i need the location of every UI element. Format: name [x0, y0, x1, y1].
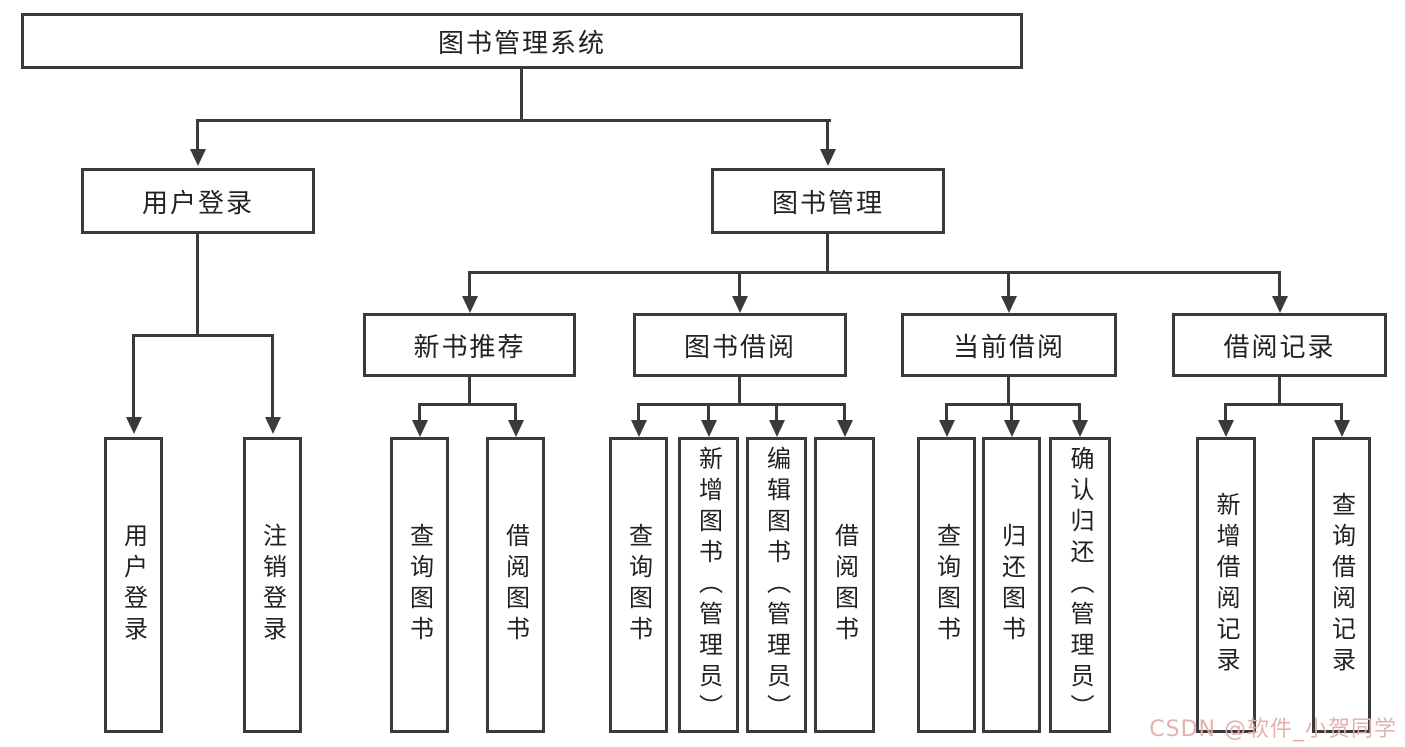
edge-to-leaf-nb1: [418, 403, 421, 421]
leaf-user-login: 用户登录: [104, 437, 163, 733]
arrowhead-to-new-book: [462, 296, 478, 313]
leaf-borrow-query-label: 查询图书: [624, 523, 653, 647]
node-root: 图书管理系统: [21, 13, 1023, 69]
leaf-newbook-query: 查询图书: [390, 437, 449, 733]
edge-to-leaf-br2: [1340, 403, 1343, 421]
leaf-borrow-book: 借阅图书: [814, 437, 875, 733]
edge-to-current-borrow: [1007, 271, 1010, 297]
node-new-book-label: 新书推荐: [413, 332, 526, 363]
leaf-borrow-edit-admin-label: 编辑图书（管理员）: [762, 445, 791, 725]
arrowhead-to-leaf-bb1: [631, 420, 647, 437]
edge-to-leaf-bb1: [637, 403, 640, 421]
leaf-add-record: 新增借阅记录: [1196, 437, 1256, 733]
leaf-confirm-return-admin: 确认归还（管理员）: [1049, 437, 1111, 733]
node-book-mgmt: 图书管理: [711, 168, 945, 234]
edge-to-leaf-login: [132, 334, 135, 418]
edge-new-book-stem: [468, 377, 471, 406]
leaf-borrow-edit-admin: 编辑图书（管理员）: [746, 437, 807, 733]
edge-to-user-login: [196, 119, 199, 150]
edge-borrow-records-stem: [1278, 377, 1281, 406]
leaf-add-record-label: 新增借阅记录: [1212, 492, 1240, 678]
node-new-book: 新书推荐: [363, 313, 576, 377]
edge-to-leaf-bb2: [707, 403, 710, 421]
node-book-borrow: 图书借阅: [633, 313, 847, 377]
node-user-login: 用户登录: [81, 168, 315, 234]
csdn-watermark: CSDN @软件_小贺同学: [1149, 717, 1397, 742]
leaf-newbook-query-label: 查询图书: [405, 523, 434, 647]
edge-to-leaf-br1: [1224, 403, 1227, 421]
edge-to-leaf-logout: [271, 334, 274, 418]
leaf-confirm-return-admin-label: 确认归还（管理员）: [1066, 445, 1094, 725]
leaf-logout-label: 注销登录: [258, 523, 287, 647]
node-current-borrow: 当前借阅: [901, 313, 1117, 377]
leaf-return-book-label: 归还图书: [997, 523, 1026, 647]
leaf-borrow-add-admin: 新增图书（管理员）: [678, 437, 739, 733]
node-root-label: 图书管理系统: [437, 28, 606, 59]
leaf-user-login-label: 用户登录: [119, 523, 148, 647]
edge-to-book-mgmt: [826, 119, 829, 150]
edge-current-borrow-stem: [1007, 377, 1010, 406]
arrowhead-to-leaf-bb2: [701, 420, 717, 437]
leaf-current-query-label: 查询图书: [932, 523, 961, 647]
leaf-current-query: 查询图书: [917, 437, 976, 733]
edge-to-book-borrow: [738, 271, 741, 297]
arrowhead-to-leaf-nb1: [412, 420, 428, 437]
arrowhead-to-leaf-bb4: [837, 420, 853, 437]
arrowhead-to-book-mgmt: [820, 149, 836, 166]
arrowhead-to-book-borrow: [732, 296, 748, 313]
edge-book-mgmt-split: [468, 271, 1281, 274]
leaf-return-book: 归还图书: [982, 437, 1041, 733]
arrowhead-to-leaf-cb2: [1004, 420, 1020, 437]
edge-to-new-book: [468, 271, 471, 297]
edge-borrow-records-split: [1224, 403, 1343, 406]
edge-book-borrow-stem: [738, 377, 741, 406]
node-current-borrow-label: 当前借阅: [952, 332, 1065, 363]
edge-to-leaf-bb3: [775, 403, 778, 421]
edge-to-leaf-bb4: [843, 403, 846, 421]
node-borrow-records-label: 借阅记录: [1223, 332, 1336, 363]
node-book-borrow-label: 图书借阅: [683, 332, 796, 363]
edge-book-borrow-split: [637, 403, 846, 406]
arrowhead-to-borrow-records: [1272, 296, 1288, 313]
arrowhead-to-leaf-cb3: [1072, 420, 1088, 437]
edge-to-leaf-cb3: [1078, 403, 1081, 421]
leaf-borrow-add-admin-label: 新增图书（管理员）: [694, 445, 723, 725]
arrowhead-to-leaf-logout: [265, 417, 281, 434]
edge-to-borrow-records: [1278, 271, 1281, 297]
leaf-borrow-book-label: 借阅图书: [830, 523, 859, 647]
edge-new-book-split: [418, 403, 517, 406]
edge-root-stem: [520, 69, 523, 122]
node-borrow-records: 借阅记录: [1172, 313, 1387, 377]
leaf-borrow-query: 查询图书: [609, 437, 668, 733]
arrowhead-to-leaf-cb1: [939, 420, 955, 437]
node-book-mgmt-label: 图书管理: [771, 188, 884, 219]
arrowhead-to-leaf-bb3: [769, 420, 785, 437]
leaf-logout: 注销登录: [243, 437, 302, 733]
edge-to-leaf-cb1: [945, 403, 948, 421]
arrowhead-to-leaf-login: [126, 417, 142, 434]
arrowhead-to-leaf-br2: [1334, 420, 1350, 437]
edge-user-login-split: [132, 334, 274, 337]
edge-user-login-stem: [196, 234, 199, 336]
arrowhead-to-user-login: [190, 149, 206, 166]
leaf-query-record: 查询借阅记录: [1312, 437, 1371, 733]
arrowhead-to-leaf-nb2: [508, 420, 524, 437]
edge-book-mgmt-stem: [826, 234, 829, 274]
edge-to-leaf-cb2: [1010, 403, 1013, 421]
node-user-login-label: 用户登录: [141, 188, 254, 219]
leaf-query-record-label: 查询借阅记录: [1327, 492, 1356, 678]
edge-root-split: [196, 119, 831, 122]
leaf-newbook-borrow-label: 借阅图书: [501, 523, 530, 647]
leaf-newbook-borrow: 借阅图书: [486, 437, 545, 733]
arrowhead-to-current-borrow: [1001, 296, 1017, 313]
edge-to-leaf-nb2: [514, 403, 517, 421]
arrowhead-to-leaf-br1: [1218, 420, 1234, 437]
edge-current-borrow-split: [945, 403, 1081, 406]
